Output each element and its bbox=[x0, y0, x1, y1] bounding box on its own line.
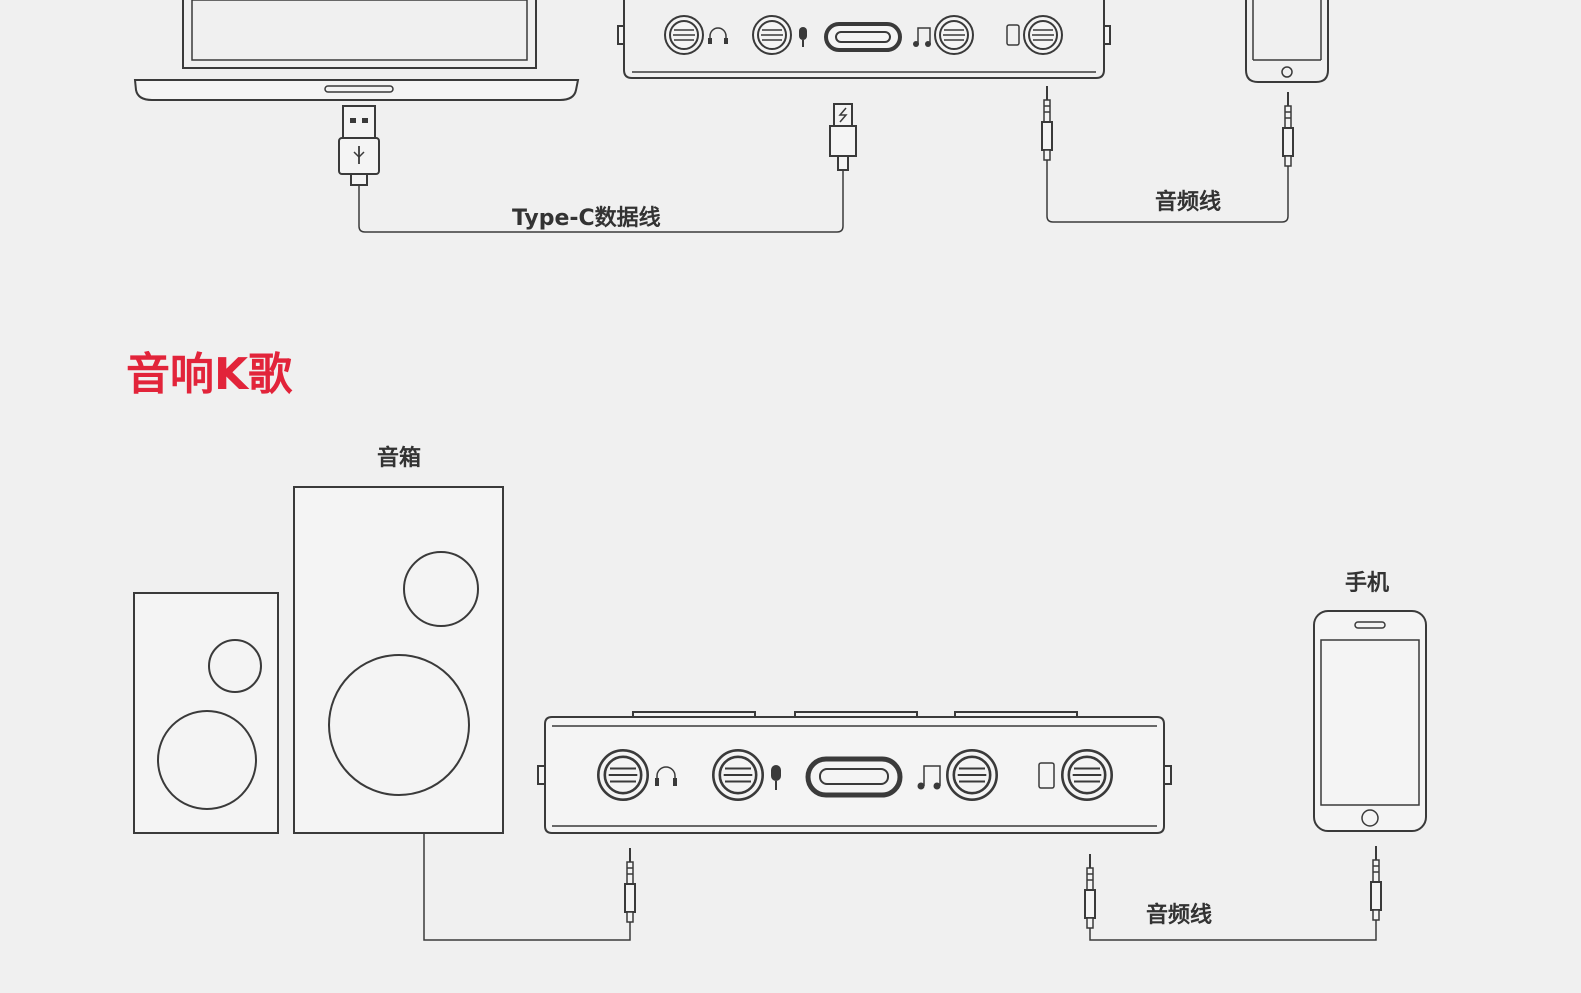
phone-small-icon bbox=[1038, 762, 1055, 789]
audio-interface-top bbox=[617, 0, 1111, 79]
music-note-icon bbox=[917, 765, 941, 790]
small-speaker bbox=[133, 592, 279, 834]
phone-label: 手机 bbox=[1345, 571, 1389, 596]
audio-interface-bottom bbox=[537, 711, 1172, 834]
music-note-icon bbox=[913, 27, 931, 47]
audio-cable-label-bottom: 音频线 bbox=[1146, 902, 1212, 928]
usb-icon bbox=[353, 146, 365, 164]
type-c-port bbox=[824, 22, 902, 52]
top-right-phone bbox=[1245, 0, 1329, 83]
type-c-port bbox=[805, 756, 903, 798]
phone bbox=[1313, 610, 1427, 832]
audio-cable-label-top: 音频线 bbox=[1155, 189, 1221, 215]
headphone-icon bbox=[708, 27, 728, 44]
speaker-label: 音箱 bbox=[377, 445, 421, 471]
microphone-icon bbox=[771, 765, 781, 790]
speaker-cable bbox=[423, 833, 631, 941]
usb-a-plug bbox=[338, 105, 380, 186]
laptop bbox=[133, 0, 580, 101]
audio-cable-bottom bbox=[1089, 920, 1377, 941]
large-speaker bbox=[293, 486, 504, 834]
typec-cable bbox=[358, 170, 844, 233]
section-title: 音响K歌 bbox=[126, 349, 293, 400]
phone-small-icon bbox=[1006, 24, 1020, 46]
audio-cable-top bbox=[1046, 160, 1289, 223]
typec-cable-label: Type-C数据线 bbox=[512, 205, 661, 231]
microphone-icon bbox=[799, 27, 807, 47]
headphone-icon bbox=[655, 766, 677, 786]
type-c-plug bbox=[829, 103, 857, 171]
